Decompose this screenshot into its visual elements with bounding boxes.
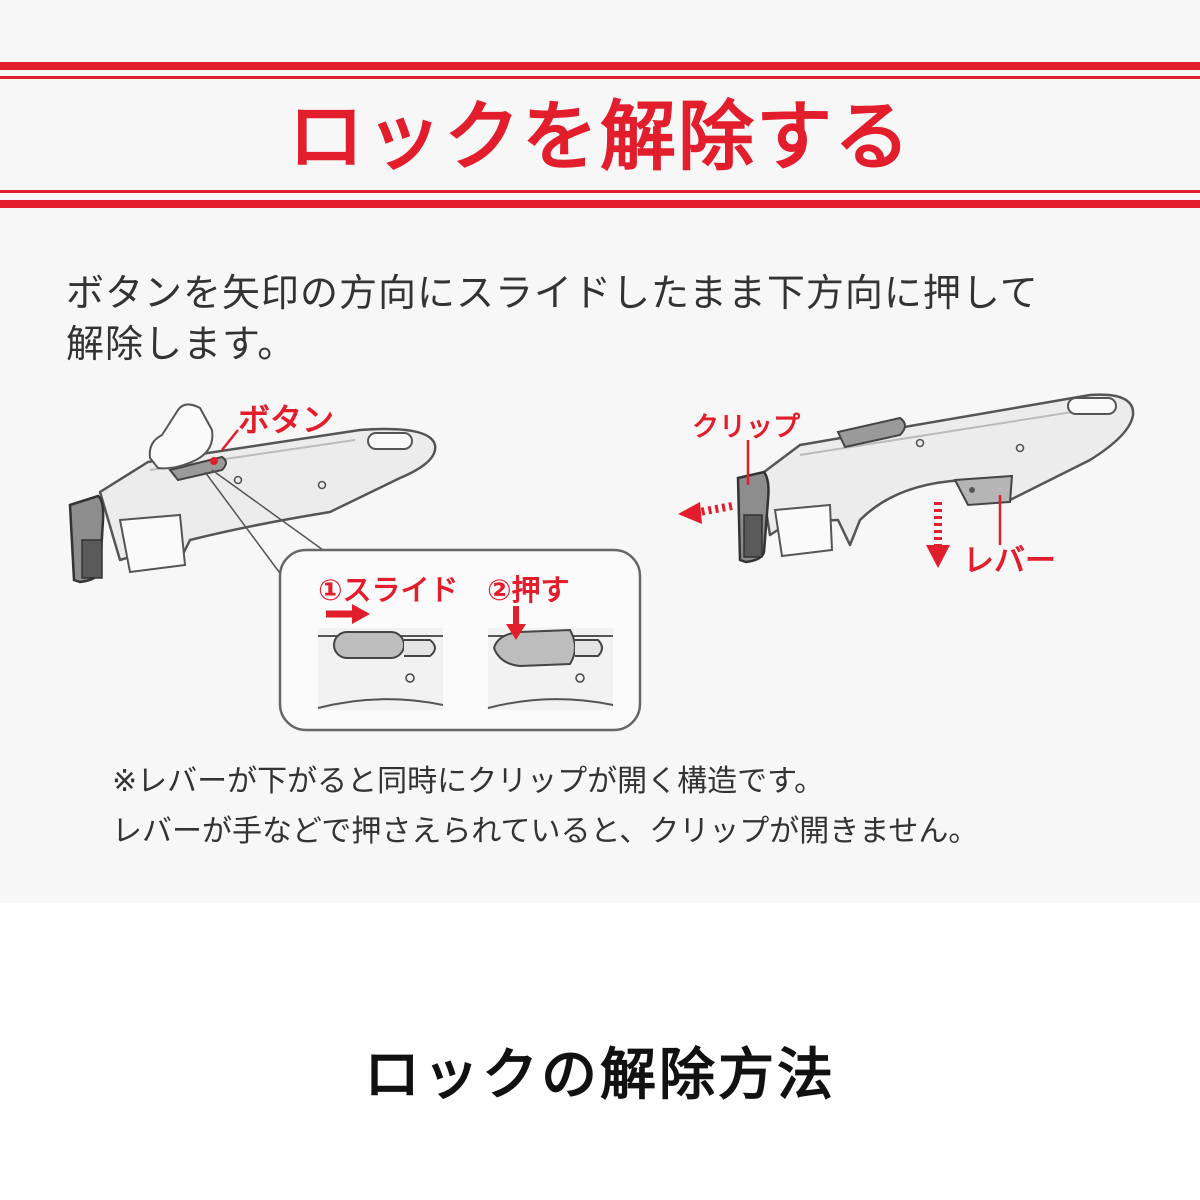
header-rule-top-thin: [0, 76, 1200, 79]
intro-line-1: ボタンを矢印の方向にスライドしたまま下方向に押して: [66, 271, 1039, 315]
page-title: ロックを解除する: [288, 92, 912, 181]
right-handle-illustration: [678, 393, 1135, 568]
clip-callout-label: クリップ: [692, 412, 800, 443]
intro-line-2: 解除します。: [66, 322, 297, 366]
header-rule-bottom-thin: [0, 190, 1200, 193]
lever-callout-label: レバー: [963, 543, 1056, 579]
button-callout-label: ボタン: [238, 401, 335, 439]
header-rule-top-thick: [0, 62, 1200, 70]
header-rule-bottom-thick: [0, 200, 1200, 208]
step1-slide-label: ①スライド: [318, 573, 459, 607]
note-line-2: レバーが手などで押さえられていると、クリップが開きません。: [112, 814, 979, 849]
step2-push-label: ②押す: [487, 573, 570, 607]
intro-text: ボタンを矢印の方向にスライドしたまま下方向に押して 解除します。: [66, 268, 1146, 370]
detail-zoom-box: [278, 548, 642, 732]
note-line-1: ※レバーが下がると同時にクリップが開く構造です。: [112, 764, 825, 799]
page-caption: ロックの解除方法: [364, 1043, 836, 1108]
left-handle-illustration: [68, 403, 437, 584]
